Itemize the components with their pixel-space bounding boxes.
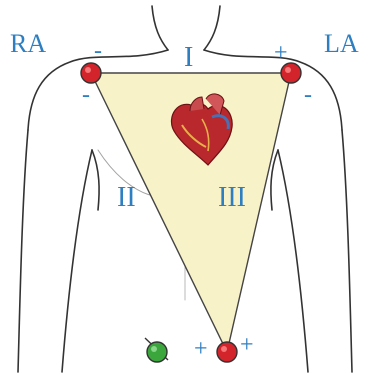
electrode-la	[281, 63, 301, 83]
label-lead-1: I	[184, 42, 193, 73]
label-lead-3: III	[218, 182, 246, 213]
electrode-rl-ground	[145, 338, 168, 362]
sign-ra-bottom: -	[82, 82, 90, 108]
label-lead-2: II	[117, 182, 136, 213]
label-ra: RA	[10, 29, 46, 58]
electrode-ll	[217, 342, 237, 362]
label-la: LA	[324, 29, 359, 58]
sign-ra-top: -	[94, 38, 102, 64]
sign-la-bottom: -	[304, 82, 312, 108]
electrode-ra	[81, 63, 101, 83]
sign-la-top: +	[274, 40, 288, 66]
sign-ll-left: +	[194, 336, 208, 362]
sign-ll-right: +	[240, 332, 254, 358]
